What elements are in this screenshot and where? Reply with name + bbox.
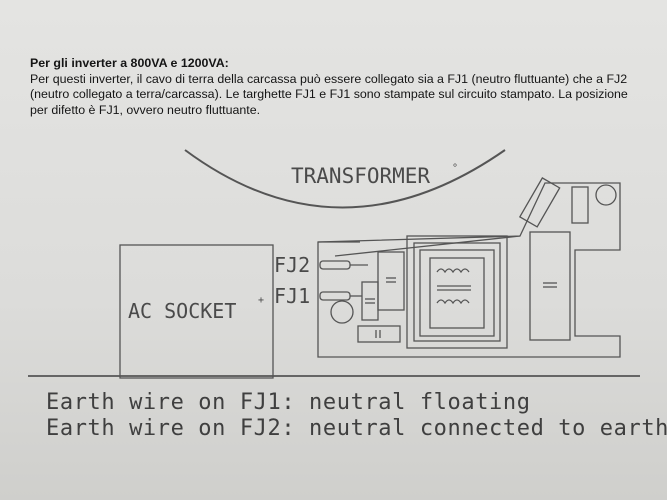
transformer-outline [184,149,506,209]
transformer-mark: ° [452,163,458,174]
instruction-text: Per gli inverter a 800VA e 1200VA: Per q… [30,56,640,118]
document-heading: Per gli inverter a 800VA e 1200VA: [30,56,229,70]
caption-fj2: Earth wire on FJ2: neutral connected to … [46,416,667,441]
ac-socket-outline [119,244,274,379]
transformer-label: TRANSFORMER [291,164,430,188]
fj1-jumper [319,291,351,301]
caption-fj1: Earth wire on FJ1: neutral floating [46,390,531,415]
fj1-label: FJ1 [274,284,310,308]
ac-socket-label: AC SOCKET [128,299,236,323]
pcb-outline [317,182,621,358]
document-paragraph: Per questi inverter, il cavo di terra de… [30,71,628,117]
fj2-label: FJ2 [274,253,310,277]
ac-socket-mark: + [258,295,264,306]
fj2-jumper [319,260,351,270]
